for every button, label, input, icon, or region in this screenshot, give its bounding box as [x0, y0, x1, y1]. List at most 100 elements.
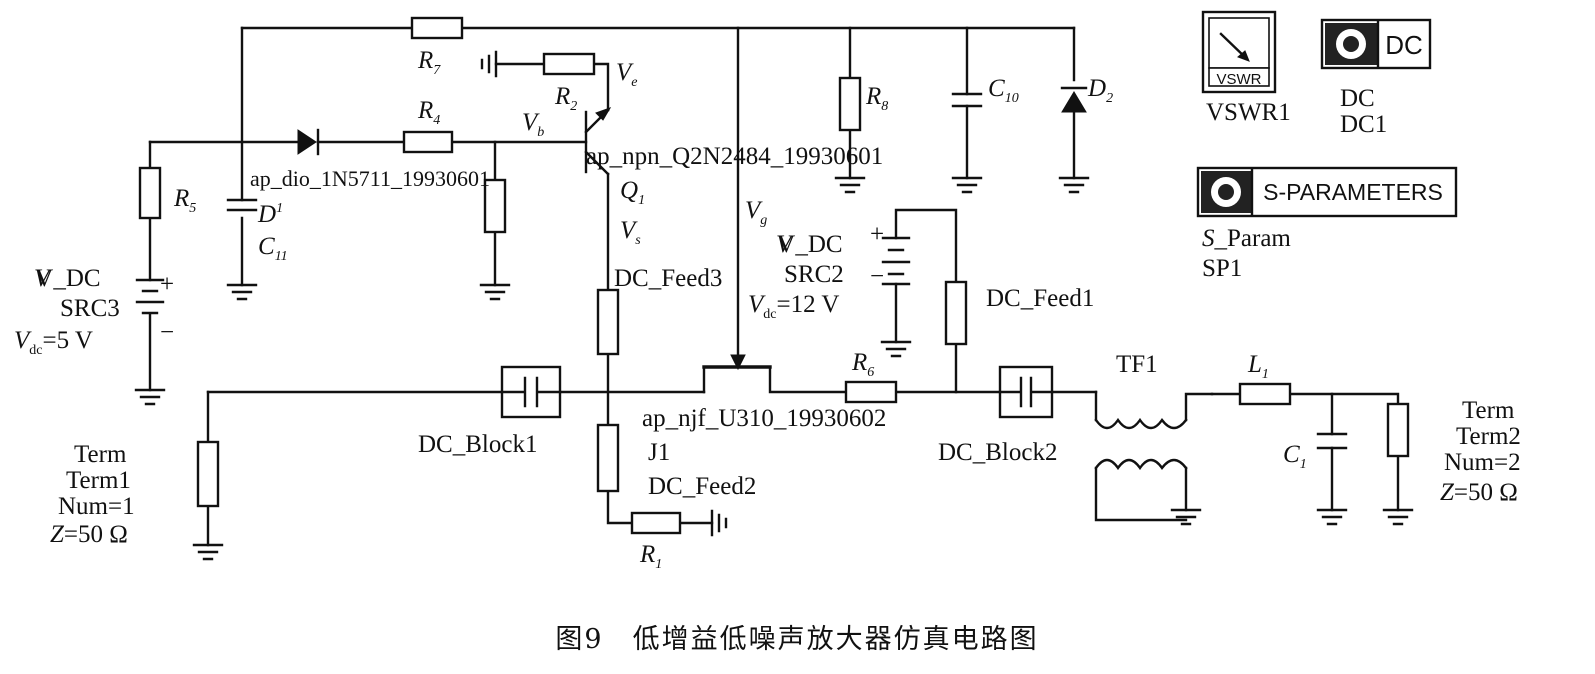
- label-dc-name: DC1: [1340, 111, 1387, 138]
- wires: [148, 26, 1400, 547]
- label-dc-block2: DC_Block2: [938, 439, 1057, 466]
- label-term2-type: Term: [1462, 397, 1515, 424]
- resistor-r2: [542, 52, 596, 76]
- dc-feed3: [596, 288, 620, 356]
- vswr-icon-label: VSWR: [1217, 71, 1262, 88]
- sparam-icon-label: S-PARAMETERS: [1263, 179, 1443, 205]
- grounds: [134, 50, 1414, 561]
- dc-feed1: [944, 280, 968, 346]
- label-src2-value: Vdc=12 V: [748, 291, 839, 322]
- dc-icon-label: DC: [1385, 30, 1423, 60]
- label-term2-z: Z=50 Ω: [1440, 479, 1518, 506]
- capacitor-c1: [1316, 432, 1348, 450]
- capacitor-c10: [951, 92, 983, 108]
- label-dc-block1: DC_Block1: [418, 431, 537, 458]
- label-src3-minus: −: [160, 319, 174, 346]
- label-r8: R8: [865, 83, 888, 114]
- label-c11: C11: [258, 233, 288, 264]
- label-term2-num: Num=2: [1444, 449, 1521, 476]
- inductor-l1: [1238, 382, 1292, 406]
- diode-d1: [297, 129, 317, 155]
- label-diode-model: ap_dio_1N5711_19930601: [250, 166, 490, 191]
- resistor-r6: [844, 380, 898, 404]
- label-src2-plus: +: [870, 221, 884, 248]
- ground-r2: [480, 50, 498, 78]
- label-term1-name: Term1: [66, 467, 131, 494]
- label-vs: Vs: [620, 217, 641, 248]
- resistor-r7: [410, 16, 464, 40]
- ground-r1: [710, 509, 728, 537]
- label-r7: R7: [417, 47, 441, 78]
- label-src3-type: VV_DC: [34, 265, 101, 292]
- ground-src2: [880, 340, 912, 358]
- label-ve: Ve: [616, 59, 638, 90]
- capacitors: [226, 92, 1348, 450]
- label-vswr-name: VSWR1: [1206, 99, 1291, 126]
- ground-src3: [134, 388, 166, 406]
- label-npn-model: ap_npn_Q2N2484_19930601: [586, 143, 883, 170]
- ground-d2: [1058, 176, 1090, 194]
- label-dc-type: DC: [1340, 85, 1375, 112]
- transformer-tf1: [1094, 417, 1188, 471]
- label-src3-plus: +: [160, 271, 174, 298]
- label-r2: R2: [554, 83, 577, 114]
- label-d2: D2: [1087, 75, 1113, 106]
- label-r6: R6: [851, 349, 874, 380]
- labels: R7 R2 Ve R4 Vb R8 C10 D2 ap_npn_Q2N2484_…: [14, 47, 1521, 572]
- dc-icon: DC: [1320, 18, 1432, 70]
- source-src3: [135, 278, 165, 315]
- transistors: [595, 107, 772, 371]
- label-dc-feed2: DC_Feed2: [648, 473, 756, 500]
- diode-d2: [1061, 91, 1087, 113]
- label-l1: L1: [1247, 351, 1269, 382]
- resistor-r4: [402, 130, 454, 154]
- diodes: [297, 86, 1088, 156]
- label-term1-z: Z=50 Ω: [50, 521, 128, 548]
- resistor-r1: [630, 511, 682, 535]
- ground-bias-resistor: [479, 283, 511, 301]
- jfet-gate-arrow: [730, 354, 746, 371]
- label-dc-feed3: DC_Feed3: [614, 265, 722, 292]
- label-vb: Vb: [522, 109, 544, 140]
- ground-tf1: [1170, 508, 1202, 526]
- label-sparam-type: S_Param: [1202, 225, 1291, 252]
- label-d1: D1: [257, 201, 283, 228]
- label-jfet-model: ap_njf_U310_19930602: [642, 405, 886, 432]
- source-src2: [881, 236, 911, 286]
- figure-caption: 图9 低增益低噪声放大器仿真电路图: [555, 624, 1038, 655]
- dc-feed2: [596, 423, 620, 493]
- term2-resistor: [1386, 402, 1410, 458]
- label-dc-feed1: DC_Feed1: [986, 285, 1094, 312]
- label-src2-minus: −: [870, 263, 884, 290]
- sparam-icon: S-PARAMETERS: [1196, 166, 1458, 218]
- label-term1-type: Term: [74, 441, 127, 468]
- label-q1: Q1: [620, 177, 645, 208]
- label-term2-name: Term2: [1456, 423, 1521, 450]
- label-src3-name: SRC3: [60, 295, 120, 322]
- label-jfet-name: J1: [648, 439, 670, 466]
- dc-sources: [135, 236, 911, 315]
- ground-r8: [834, 176, 866, 194]
- label-src2-name: SRC2: [784, 261, 844, 288]
- ground-c10: [951, 176, 983, 194]
- resistors: [138, 16, 1410, 535]
- ground-c1: [1316, 508, 1348, 526]
- label-sparam-name: SP1: [1202, 255, 1242, 282]
- resistor-unnamed: [483, 178, 507, 234]
- ground-term1: [192, 543, 224, 561]
- vswr-icon: VSWR: [1201, 10, 1277, 94]
- term1-resistor: [196, 440, 220, 508]
- label-c1: C1: [1283, 441, 1307, 472]
- label-src3-value: Vdc=5 V: [14, 327, 93, 358]
- label-src2-type: VV_DC: [776, 231, 843, 258]
- sim-controllers: VSWR DC S-PARAMETERS: [1196, 10, 1458, 218]
- label-r4: R4: [417, 97, 440, 128]
- label-term1-num: Num=1: [58, 493, 135, 520]
- ground-term2: [1382, 508, 1414, 526]
- resistor-r8: [838, 76, 862, 132]
- capacitor-c11: [226, 198, 258, 212]
- resistor-r5: [138, 166, 162, 220]
- label-r5: R5: [173, 185, 196, 216]
- npn-emitter-arrow: [595, 107, 612, 121]
